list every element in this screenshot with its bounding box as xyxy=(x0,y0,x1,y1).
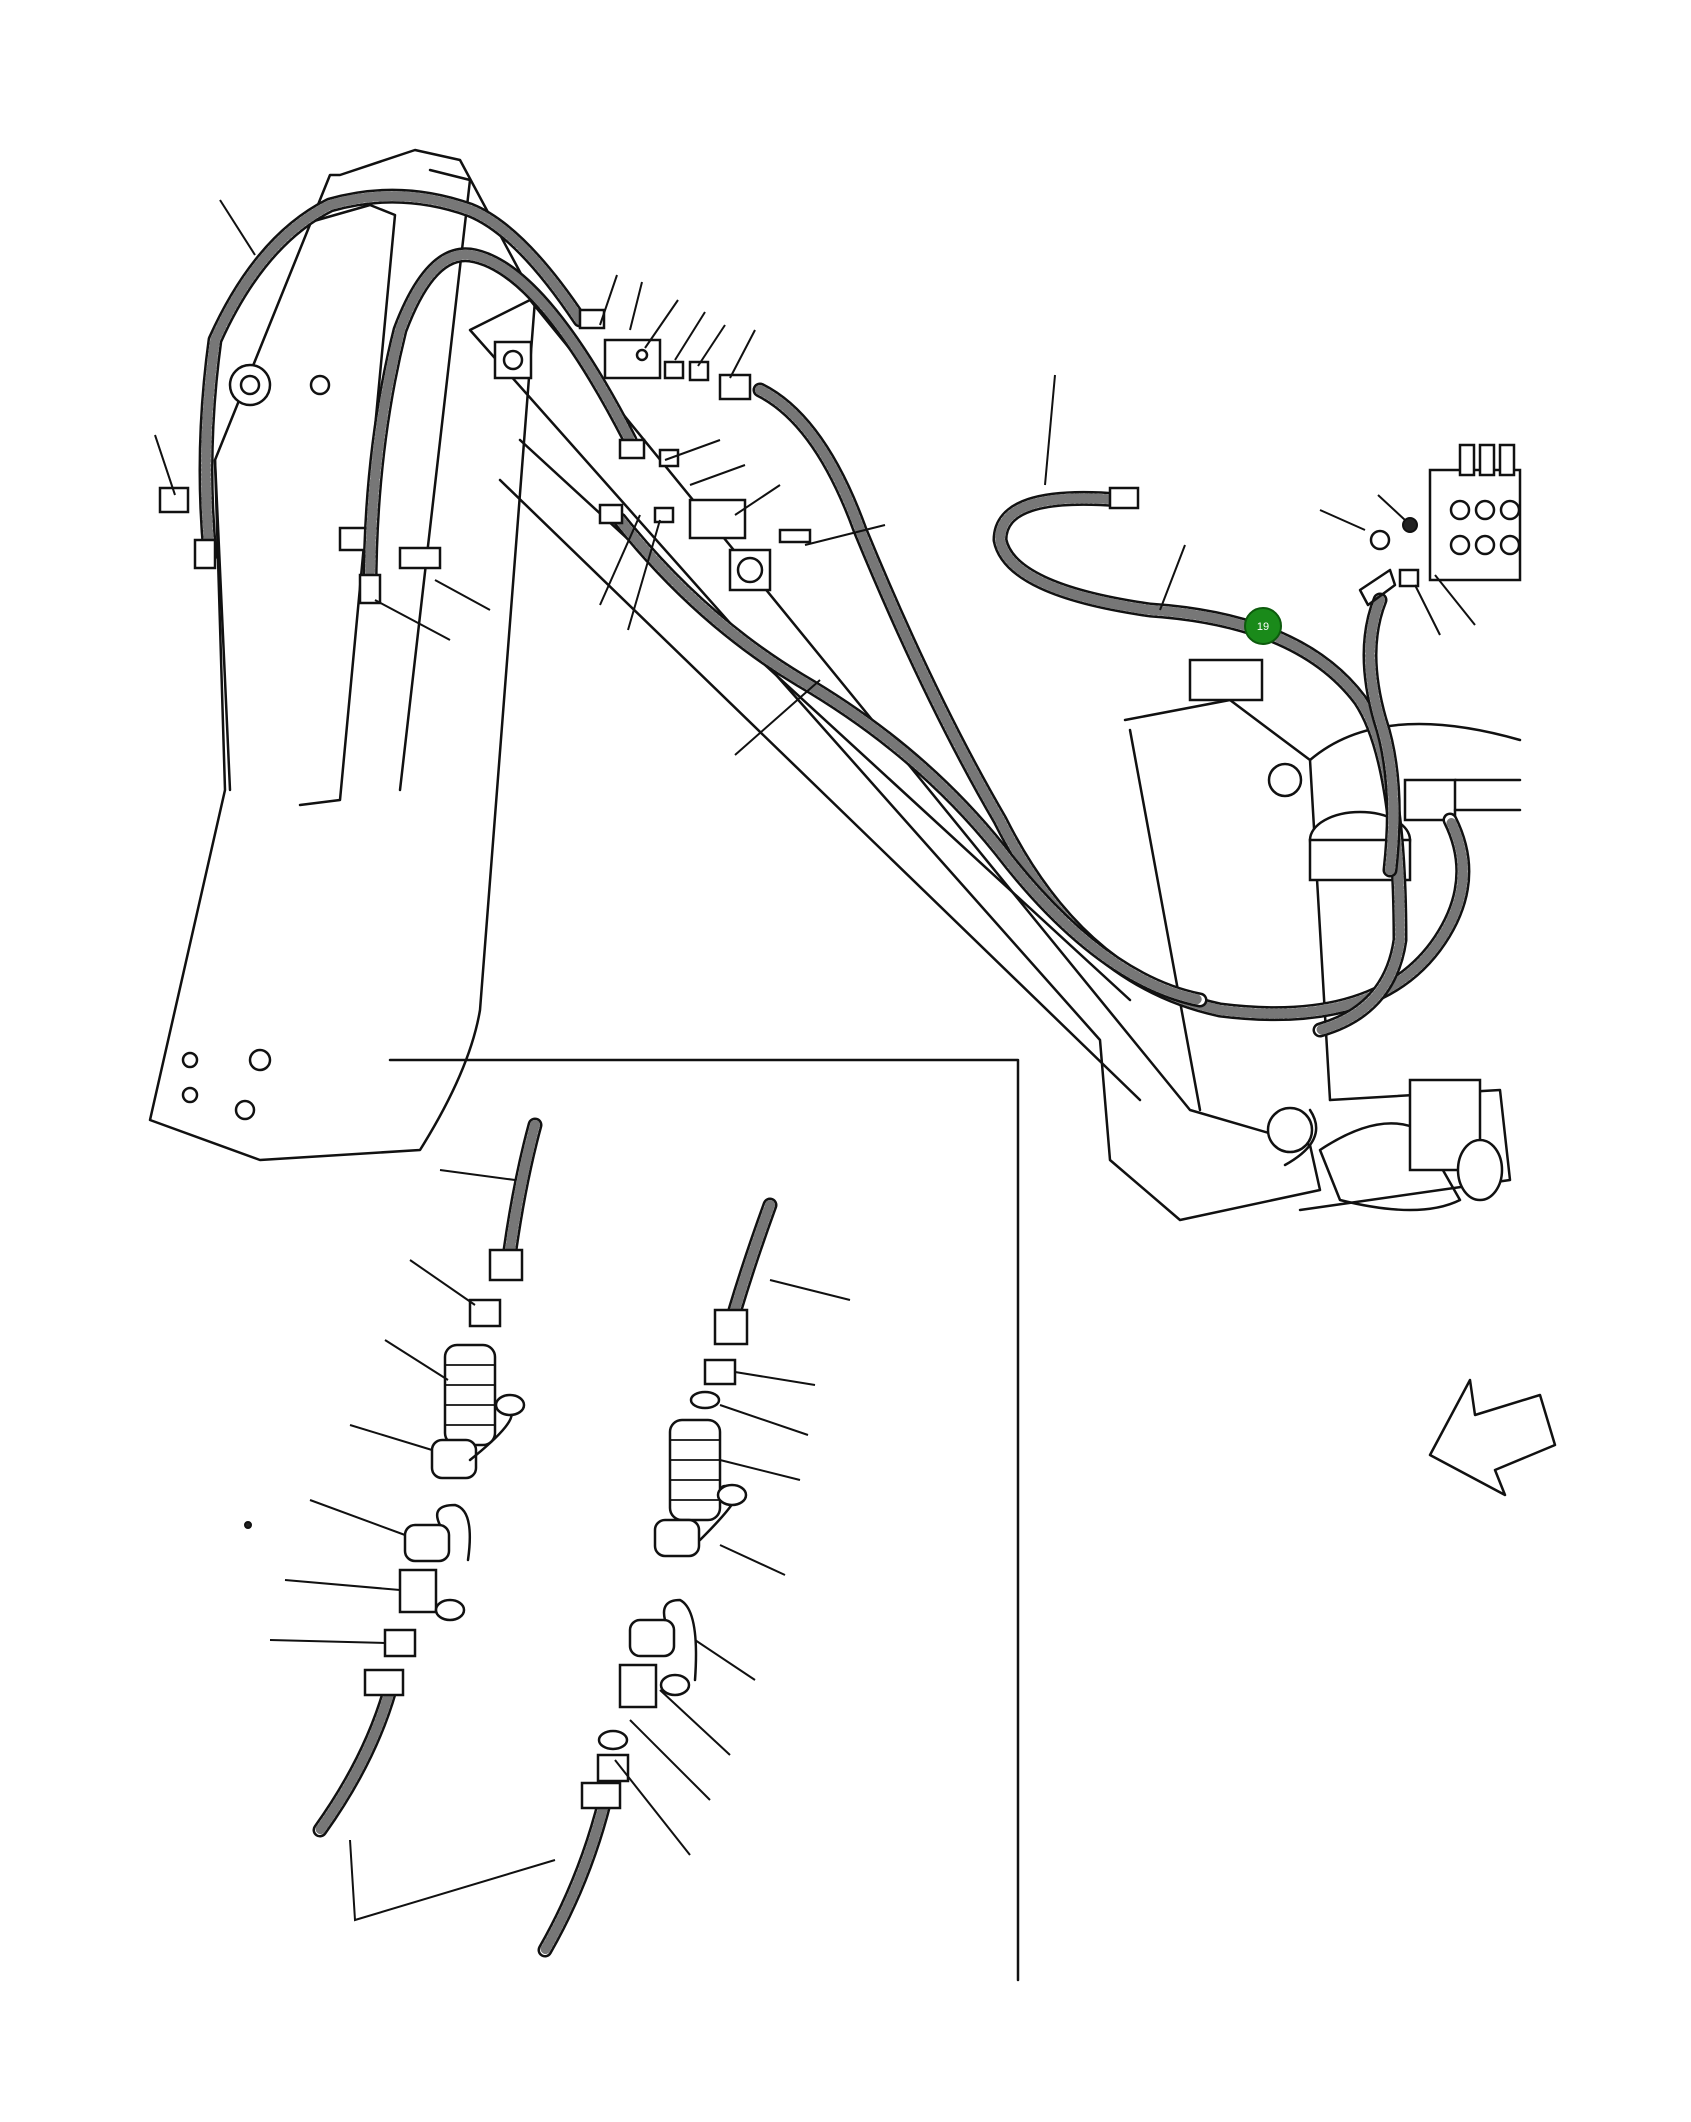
boom xyxy=(468,298,1332,1222)
coupler-assembly-right xyxy=(537,1197,778,1958)
callout-19[interactable]: 19 xyxy=(1244,607,1282,645)
inset-leader-lines xyxy=(244,1169,851,1922)
detail-inset xyxy=(388,1058,1020,1982)
control-valve xyxy=(1369,443,1522,582)
dipper-arm xyxy=(148,148,537,1162)
callout-marker[interactable] xyxy=(1244,607,1282,645)
direction-arrow-icon xyxy=(1428,1378,1557,1497)
coupler-assembly-left xyxy=(312,1117,543,1838)
fittings xyxy=(193,308,1420,607)
callout-label: 19 xyxy=(1257,621,1269,633)
leader-lines xyxy=(154,199,1476,756)
hydraulic-hoses xyxy=(198,188,1471,1038)
